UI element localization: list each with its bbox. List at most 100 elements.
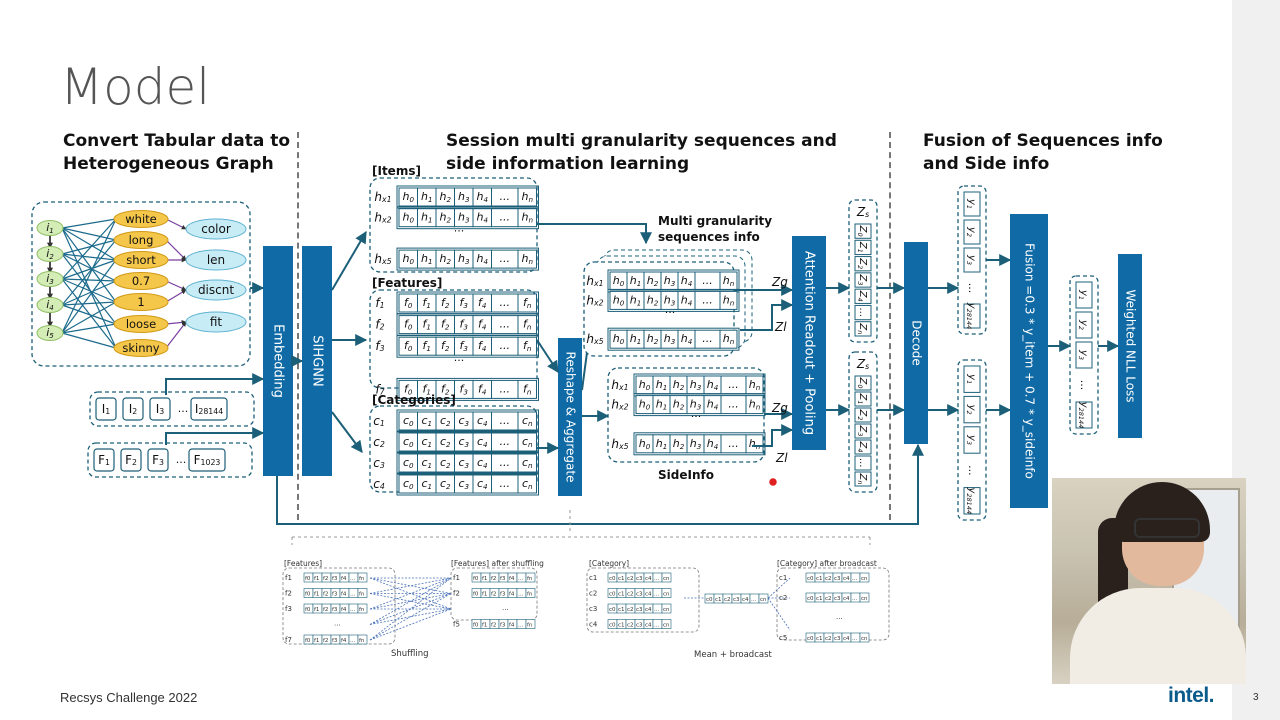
grid-cell-label: hn [749,437,761,451]
grid-cell [626,271,645,291]
z-cell-label: Z0 [856,225,868,237]
z-cell [854,256,872,272]
grid-cell-label: c4 [477,477,488,491]
grid-row-frame [633,373,766,397]
list-cell [147,448,169,472]
detail-cell [841,592,852,603]
graph-edge [61,227,117,303]
feature-value-node [113,272,169,290]
shuffle-line [369,577,452,625]
y-cell [1075,401,1093,429]
grid-cell [398,432,418,452]
grid-cell-label: f2 [441,296,450,310]
grid-cell [417,379,437,399]
z-cell-label: Z1 [856,241,868,253]
detail-cell [516,619,527,629]
grid-cell-label: ... [500,414,511,427]
broadcast-line [767,577,791,599]
detail-cell-label: f3 [332,607,338,613]
detail-cell [330,603,341,614]
shuffle-line [369,593,452,610]
grid-cell [745,375,764,395]
detail-cell [616,619,627,629]
grid-cell [609,290,628,310]
graph-type-edge [165,218,187,230]
detail-cell-label: ... [350,576,355,582]
feature-value-label: 1 [137,295,144,309]
detail-cell [507,572,518,583]
grid-row-label: f2 [375,317,384,332]
feature-value-label: skinny [122,341,159,355]
detail-cell-label: ... [350,592,355,598]
mean-cell [758,593,769,604]
detail-cell [480,588,491,598]
detail-cell-label: fn [359,592,365,598]
detail-cell-label: cn [861,576,868,582]
list-cell-label: F3 [152,453,164,468]
grid-cell-label: hn [723,274,735,288]
z-cell [854,321,872,337]
section-divider-right [889,132,891,520]
detail-panel [282,567,396,645]
grid-cell [491,293,519,313]
z-cell [854,223,872,239]
grid-cell-label: c3 [458,477,469,491]
detail-row-label: f2 [453,590,460,598]
grid-row-label: hx2 [586,293,603,308]
grid-cell [435,187,455,207]
grid-cell [703,434,722,454]
shuffle-line [369,593,452,641]
grid-cell [686,375,705,395]
grid-cell-label: h3 [690,398,702,412]
grid-cell-label: h4 [707,437,719,451]
z-cell [854,455,872,471]
reshape-label: Reshape & Aggregate [564,352,578,483]
grid-cell-label: h2 [647,274,659,288]
detail-cell-label: f2 [491,576,496,582]
detail-ellipsis: ... [836,613,843,621]
item-node [36,325,64,341]
grid-cell-label: f1 [423,296,431,310]
detail-cell-label: cn [663,623,670,629]
grid-row-frame [396,185,539,209]
detail-cell [625,588,636,598]
sihgnn-to-items-arrow [331,230,367,291]
list-cell [149,397,171,421]
y-column-top [957,185,987,335]
grid-cell [417,432,437,452]
list-cell-label: F1023 [194,453,221,468]
detail-cell [303,603,314,614]
mean-cell [704,593,715,604]
attention-block [792,236,826,450]
grid-cell-label: hn [521,211,533,225]
grid-row-label: hx2 [374,210,391,225]
grid-cell [491,315,519,335]
grid-cell [435,432,455,452]
detail-cell [330,634,341,645]
detail-cell [859,632,870,643]
grid-row-ellipsis: ... [691,407,702,420]
grid-cell [703,395,722,415]
grid-cell-label: f4 [478,382,487,396]
z-cell-label: ... [857,458,868,468]
grid-cell-label: h0 [402,190,414,204]
detail-cell-label: f1 [314,638,319,644]
grid-cell [454,315,474,335]
grid-cell [491,453,519,473]
webcam-body [1070,588,1246,684]
detail-cell-label: cn [861,596,868,602]
detail-cell-label: c0 [609,592,616,598]
mean-cell-label: c4 [742,597,749,603]
grid-cell [677,271,696,291]
grid-row-frame [396,409,539,433]
grid-cell [472,336,492,356]
y-cell-label: y2 [965,404,977,415]
grid-row-label: hx1 [586,274,603,289]
y-column-bottom [957,359,987,521]
grid-cell [517,249,537,269]
z-cell-label: Z0 [856,377,868,389]
detail-cell-label: fn [359,638,365,644]
grid-cell [454,474,474,494]
grid-cell [454,208,474,228]
detail-cell [339,634,350,645]
